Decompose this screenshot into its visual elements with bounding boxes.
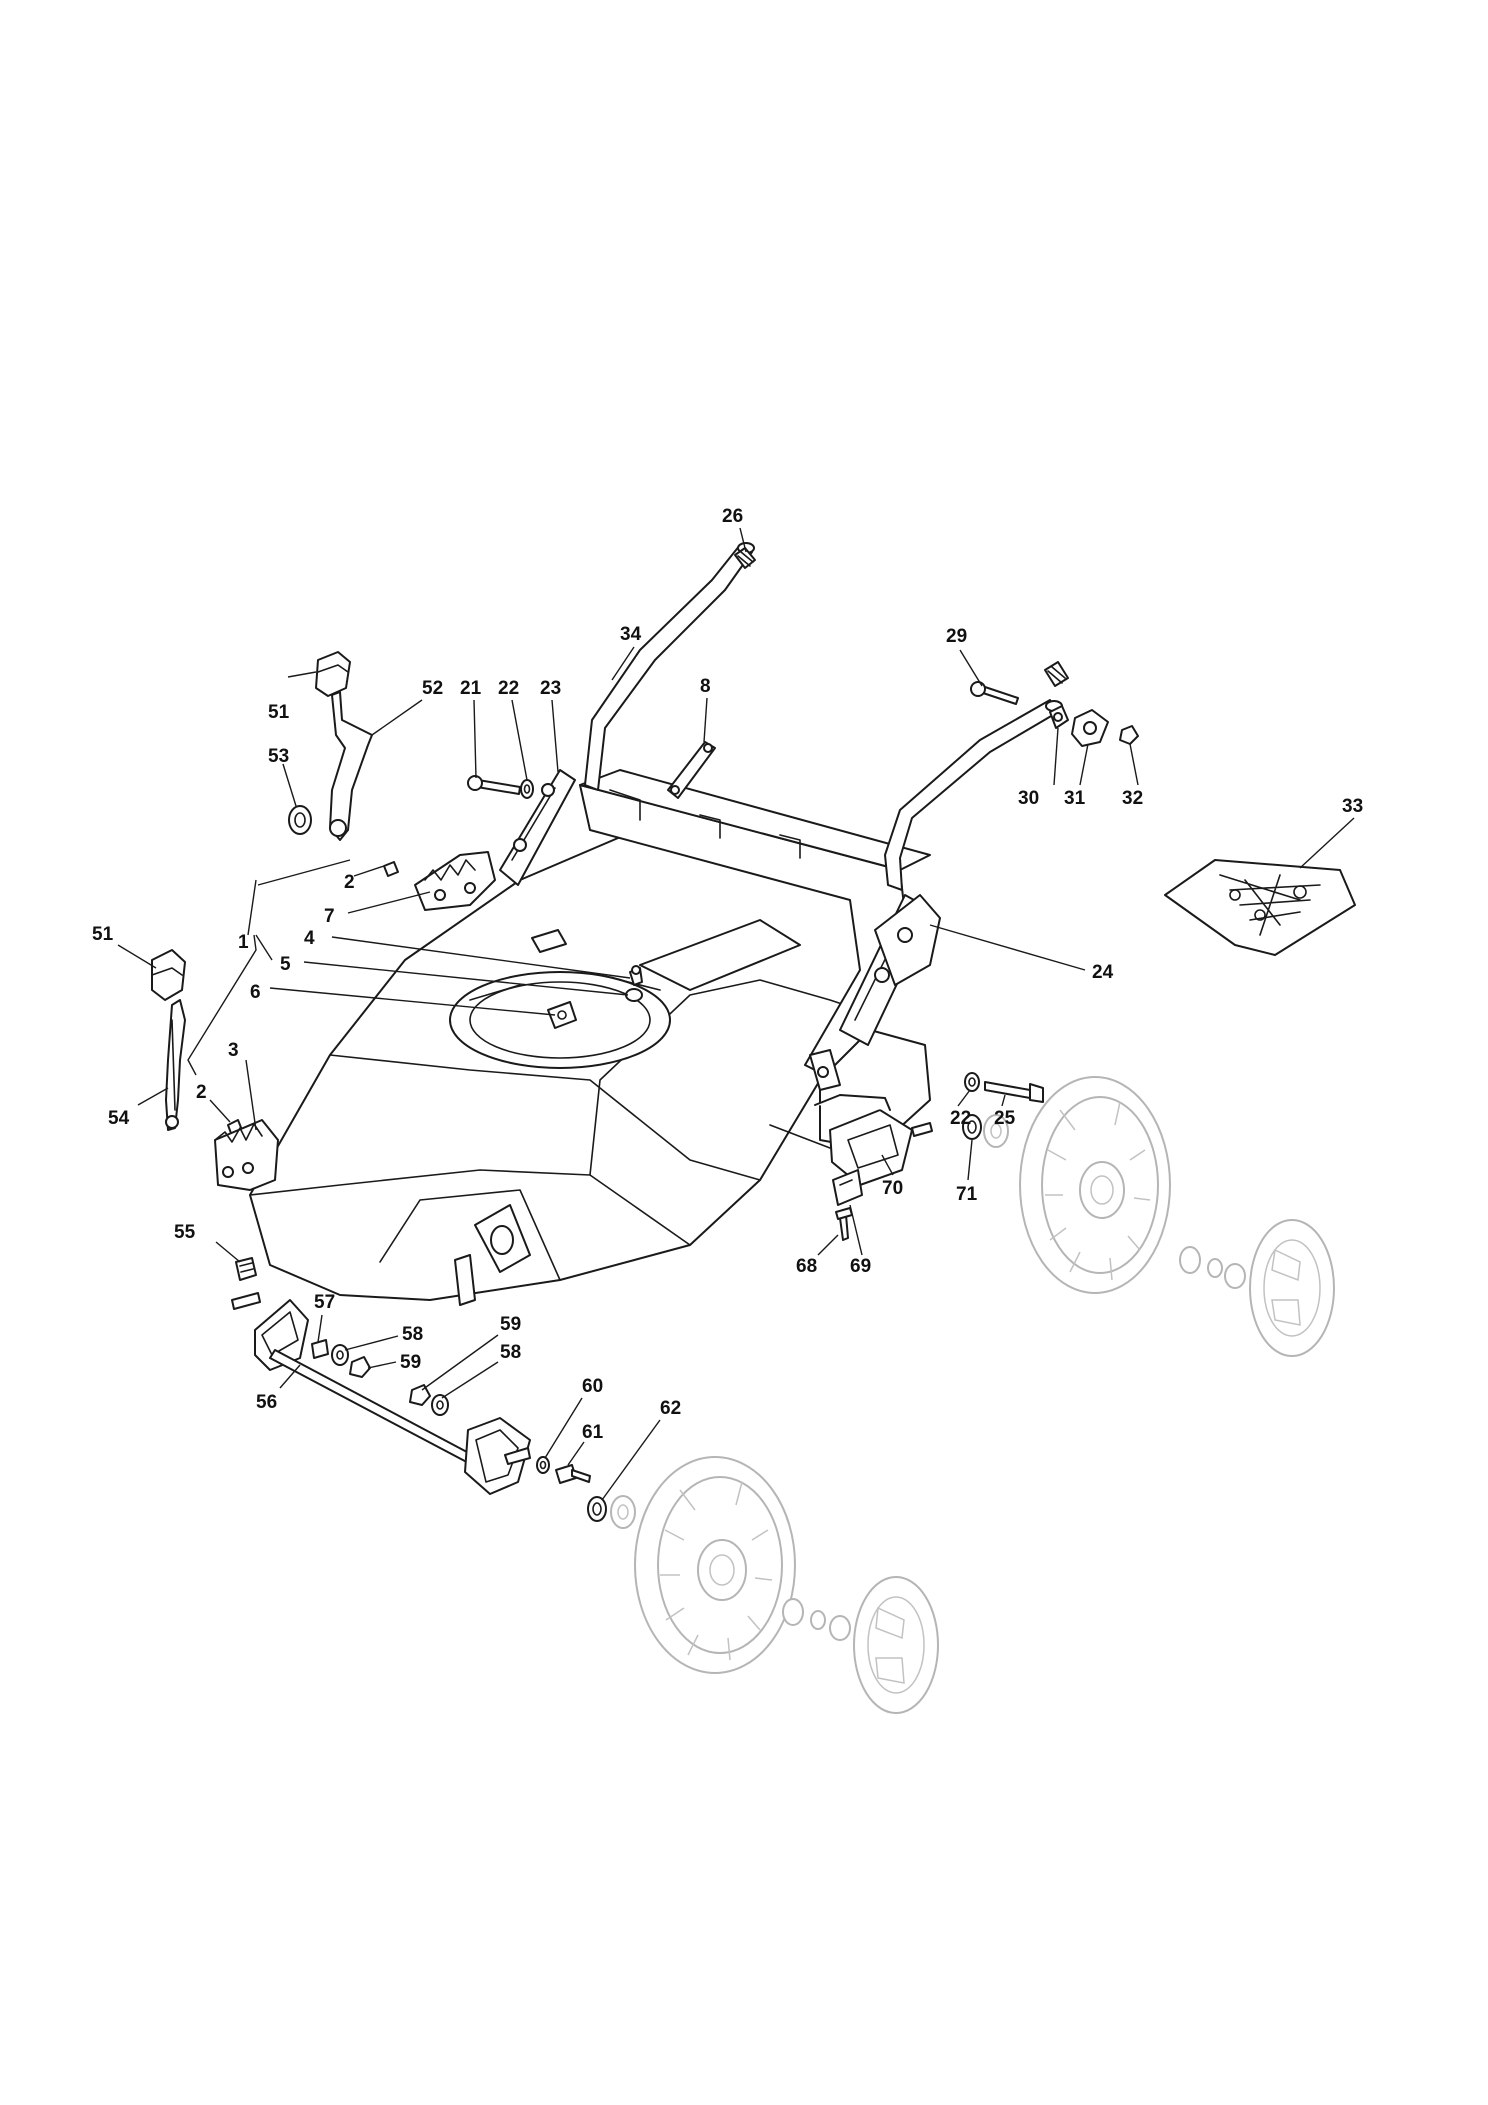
callout-30: 30 bbox=[1018, 788, 1039, 809]
rear-wheel-ghost bbox=[983, 1076, 1335, 1357]
callout-6: 6 bbox=[250, 982, 261, 1003]
spacer-57 bbox=[311, 1339, 329, 1359]
callout-69: 69 bbox=[850, 1256, 871, 1277]
handle-end-cap-right bbox=[1044, 661, 1069, 687]
clip-69 bbox=[832, 1169, 863, 1206]
leader-lines bbox=[117, 527, 1355, 1501]
spring-washer-54 bbox=[288, 805, 312, 835]
callout-61: 61 bbox=[582, 1422, 604, 1443]
nut-59-left bbox=[349, 1356, 371, 1378]
handle-end-cap-26 bbox=[734, 547, 756, 569]
bolt-25 bbox=[984, 1081, 1044, 1103]
callout-2-rear: 2 bbox=[344, 872, 355, 893]
callout-70: 70 bbox=[882, 1178, 903, 1199]
left-handle-bracket bbox=[499, 769, 576, 886]
rear-frame bbox=[579, 769, 931, 1151]
callout-55: 55 bbox=[174, 1222, 196, 1243]
cable-clip-8 bbox=[667, 741, 716, 799]
front-wheel-ghost bbox=[610, 1456, 939, 1714]
callout-8: 8 bbox=[700, 676, 711, 697]
washer-22-left bbox=[520, 779, 534, 799]
callout-58-left: 58 bbox=[402, 1324, 423, 1345]
mower-deck bbox=[249, 819, 871, 1306]
callout-62: 62 bbox=[660, 1398, 681, 1419]
callout-58-right: 58 bbox=[500, 1342, 521, 1363]
bolt-29 bbox=[970, 681, 1019, 705]
hardware-bag-33 bbox=[1164, 859, 1356, 956]
plate-6 bbox=[547, 1001, 577, 1029]
callout-34: 34 bbox=[620, 624, 642, 645]
bolt-21 bbox=[467, 775, 521, 795]
callout-3: 3 bbox=[228, 1040, 239, 1061]
nut-32 bbox=[1119, 725, 1139, 745]
callout-57: 57 bbox=[314, 1292, 335, 1313]
callout-51-rear: 51 bbox=[268, 702, 290, 723]
washer-58-right bbox=[431, 1394, 449, 1416]
callout-22-top: 22 bbox=[498, 678, 519, 699]
callout-2-front: 2 bbox=[196, 1082, 207, 1103]
height-quadrant-7 bbox=[414, 851, 496, 911]
lever-knob-51-front bbox=[151, 949, 186, 1001]
left-handle-tube bbox=[584, 542, 755, 791]
callout-26: 26 bbox=[722, 506, 743, 527]
knob-30 bbox=[1049, 705, 1069, 729]
callout-29: 29 bbox=[946, 626, 967, 647]
nut-59-right bbox=[409, 1384, 431, 1406]
callout-54: 53 bbox=[268, 746, 289, 767]
front-axle-56 bbox=[231, 1292, 531, 1495]
callout-52: 54 bbox=[108, 1108, 130, 1129]
height-lever-53 bbox=[329, 691, 373, 841]
callout-31: 31 bbox=[1064, 788, 1086, 809]
callout-labels: 26 34 29 8 21 22 23 52 51 53 30 31 32 33… bbox=[92, 506, 1363, 1443]
washer-5 bbox=[625, 988, 643, 1002]
screw-55 bbox=[235, 1257, 257, 1281]
callout-51-front: 51 bbox=[92, 924, 114, 945]
callout-23: 23 bbox=[540, 678, 561, 699]
screw-2-rear bbox=[383, 861, 399, 877]
height-lever-52 bbox=[165, 999, 186, 1131]
callout-4: 4 bbox=[304, 928, 315, 949]
callout-22-right: 22 bbox=[950, 1108, 971, 1129]
height-quadrant-3 bbox=[214, 1119, 279, 1191]
bolt-61 bbox=[555, 1464, 591, 1484]
callout-1: 1 bbox=[238, 932, 249, 953]
right-handle-bracket bbox=[839, 894, 941, 1046]
callout-7: 7 bbox=[324, 906, 335, 927]
callout-56: 56 bbox=[256, 1392, 277, 1413]
callout-59-right: 59 bbox=[500, 1314, 521, 1335]
callout-53: 52 bbox=[422, 678, 443, 699]
callout-32: 32 bbox=[1122, 788, 1143, 809]
callout-25: 25 bbox=[994, 1108, 1016, 1129]
star-knob-31 bbox=[1071, 709, 1109, 747]
washer-71 bbox=[962, 1114, 982, 1140]
callout-60: 60 bbox=[582, 1376, 603, 1397]
callout-71: 71 bbox=[956, 1184, 978, 1205]
callout-21: 21 bbox=[460, 678, 482, 699]
callout-24: 24 bbox=[1092, 962, 1114, 983]
screw-4 bbox=[629, 965, 643, 986]
screw-68 bbox=[835, 1207, 853, 1241]
callout-59-left: 59 bbox=[400, 1352, 421, 1373]
washer-22-right bbox=[964, 1072, 980, 1092]
callout-68: 68 bbox=[796, 1256, 817, 1277]
washer-60 bbox=[536, 1456, 550, 1474]
washer-62 bbox=[587, 1496, 607, 1522]
lever-knob-51-rear bbox=[315, 651, 351, 697]
rear-axle-bracket-70 bbox=[769, 1094, 933, 1186]
washer-58-left bbox=[331, 1344, 349, 1366]
callout-33: 33 bbox=[1342, 796, 1363, 817]
callout-5: 5 bbox=[280, 954, 291, 975]
